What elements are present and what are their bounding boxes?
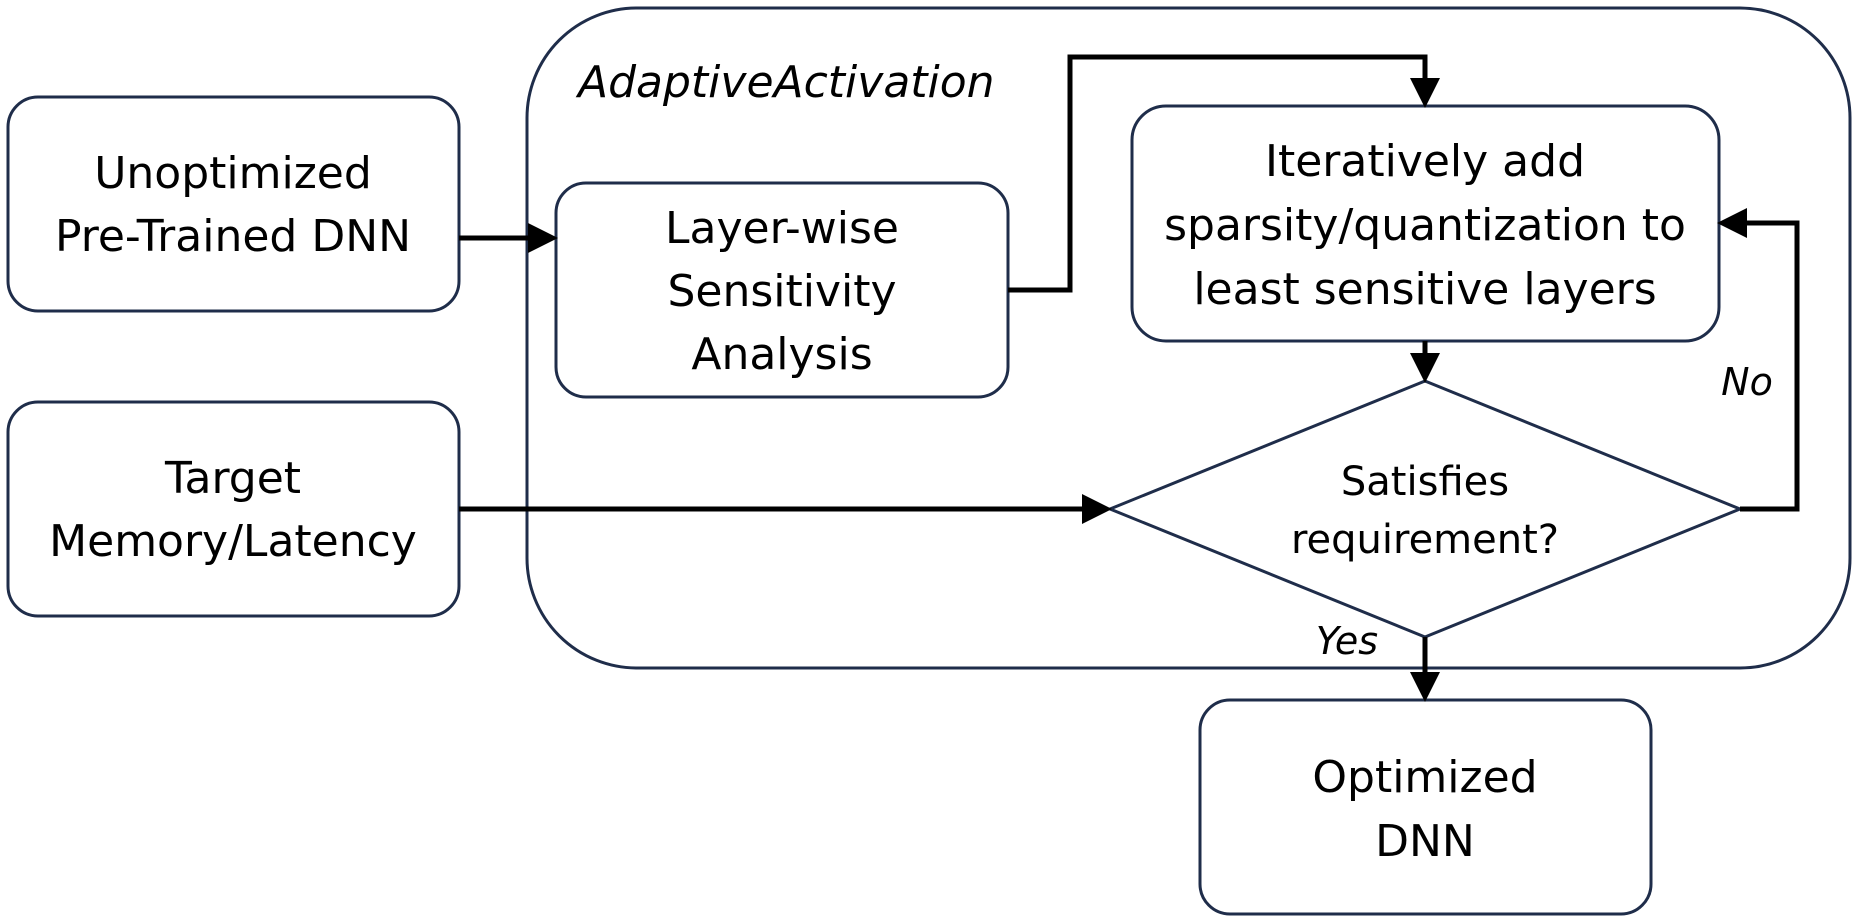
iterate-line-2: sparsity/quantization to [1164, 200, 1686, 251]
target-node: Target Memory/Latency [6, 400, 461, 618]
no-label: No [1721, 360, 1773, 404]
sensitivity-line-3: Analysis [691, 329, 872, 380]
iterate-line-1: Iteratively add [1265, 136, 1585, 187]
target-line-2: Memory/Latency [49, 516, 417, 567]
iterate-node: Iteratively add sparsity/quantization to… [1130, 104, 1721, 343]
sensitivity-line-2: Sensitivity [667, 266, 896, 317]
input-dnn-node: Unoptimized Pre-Trained DNN [6, 95, 461, 313]
container-title: AdaptiveActivation [575, 57, 995, 108]
sensitivity-line-1: Layer-wise [665, 203, 899, 254]
iterate-line-3: least sensitive layers [1193, 264, 1656, 315]
input-dnn-line-1: Unoptimized [94, 148, 372, 199]
target-line-1: Target [164, 453, 301, 504]
decision-line-1: Satisfies [1341, 459, 1509, 505]
arrow-decision-no-loop [1717, 208, 1800, 512]
yes-label: Yes [1316, 619, 1378, 663]
decision-line-2: requirement? [1291, 517, 1559, 563]
output-dnn-line-1: Optimized [1312, 752, 1537, 803]
output-dnn-node: Optimized DNN [1198, 698, 1653, 916]
input-dnn-line-2: Pre-Trained DNN [55, 211, 411, 262]
arrow-sensitivity-to-iterate [1008, 54, 1440, 293]
sensitivity-node: Layer-wise Sensitivity Analysis [554, 181, 1010, 399]
output-dnn-line-2: DNN [1375, 816, 1475, 867]
